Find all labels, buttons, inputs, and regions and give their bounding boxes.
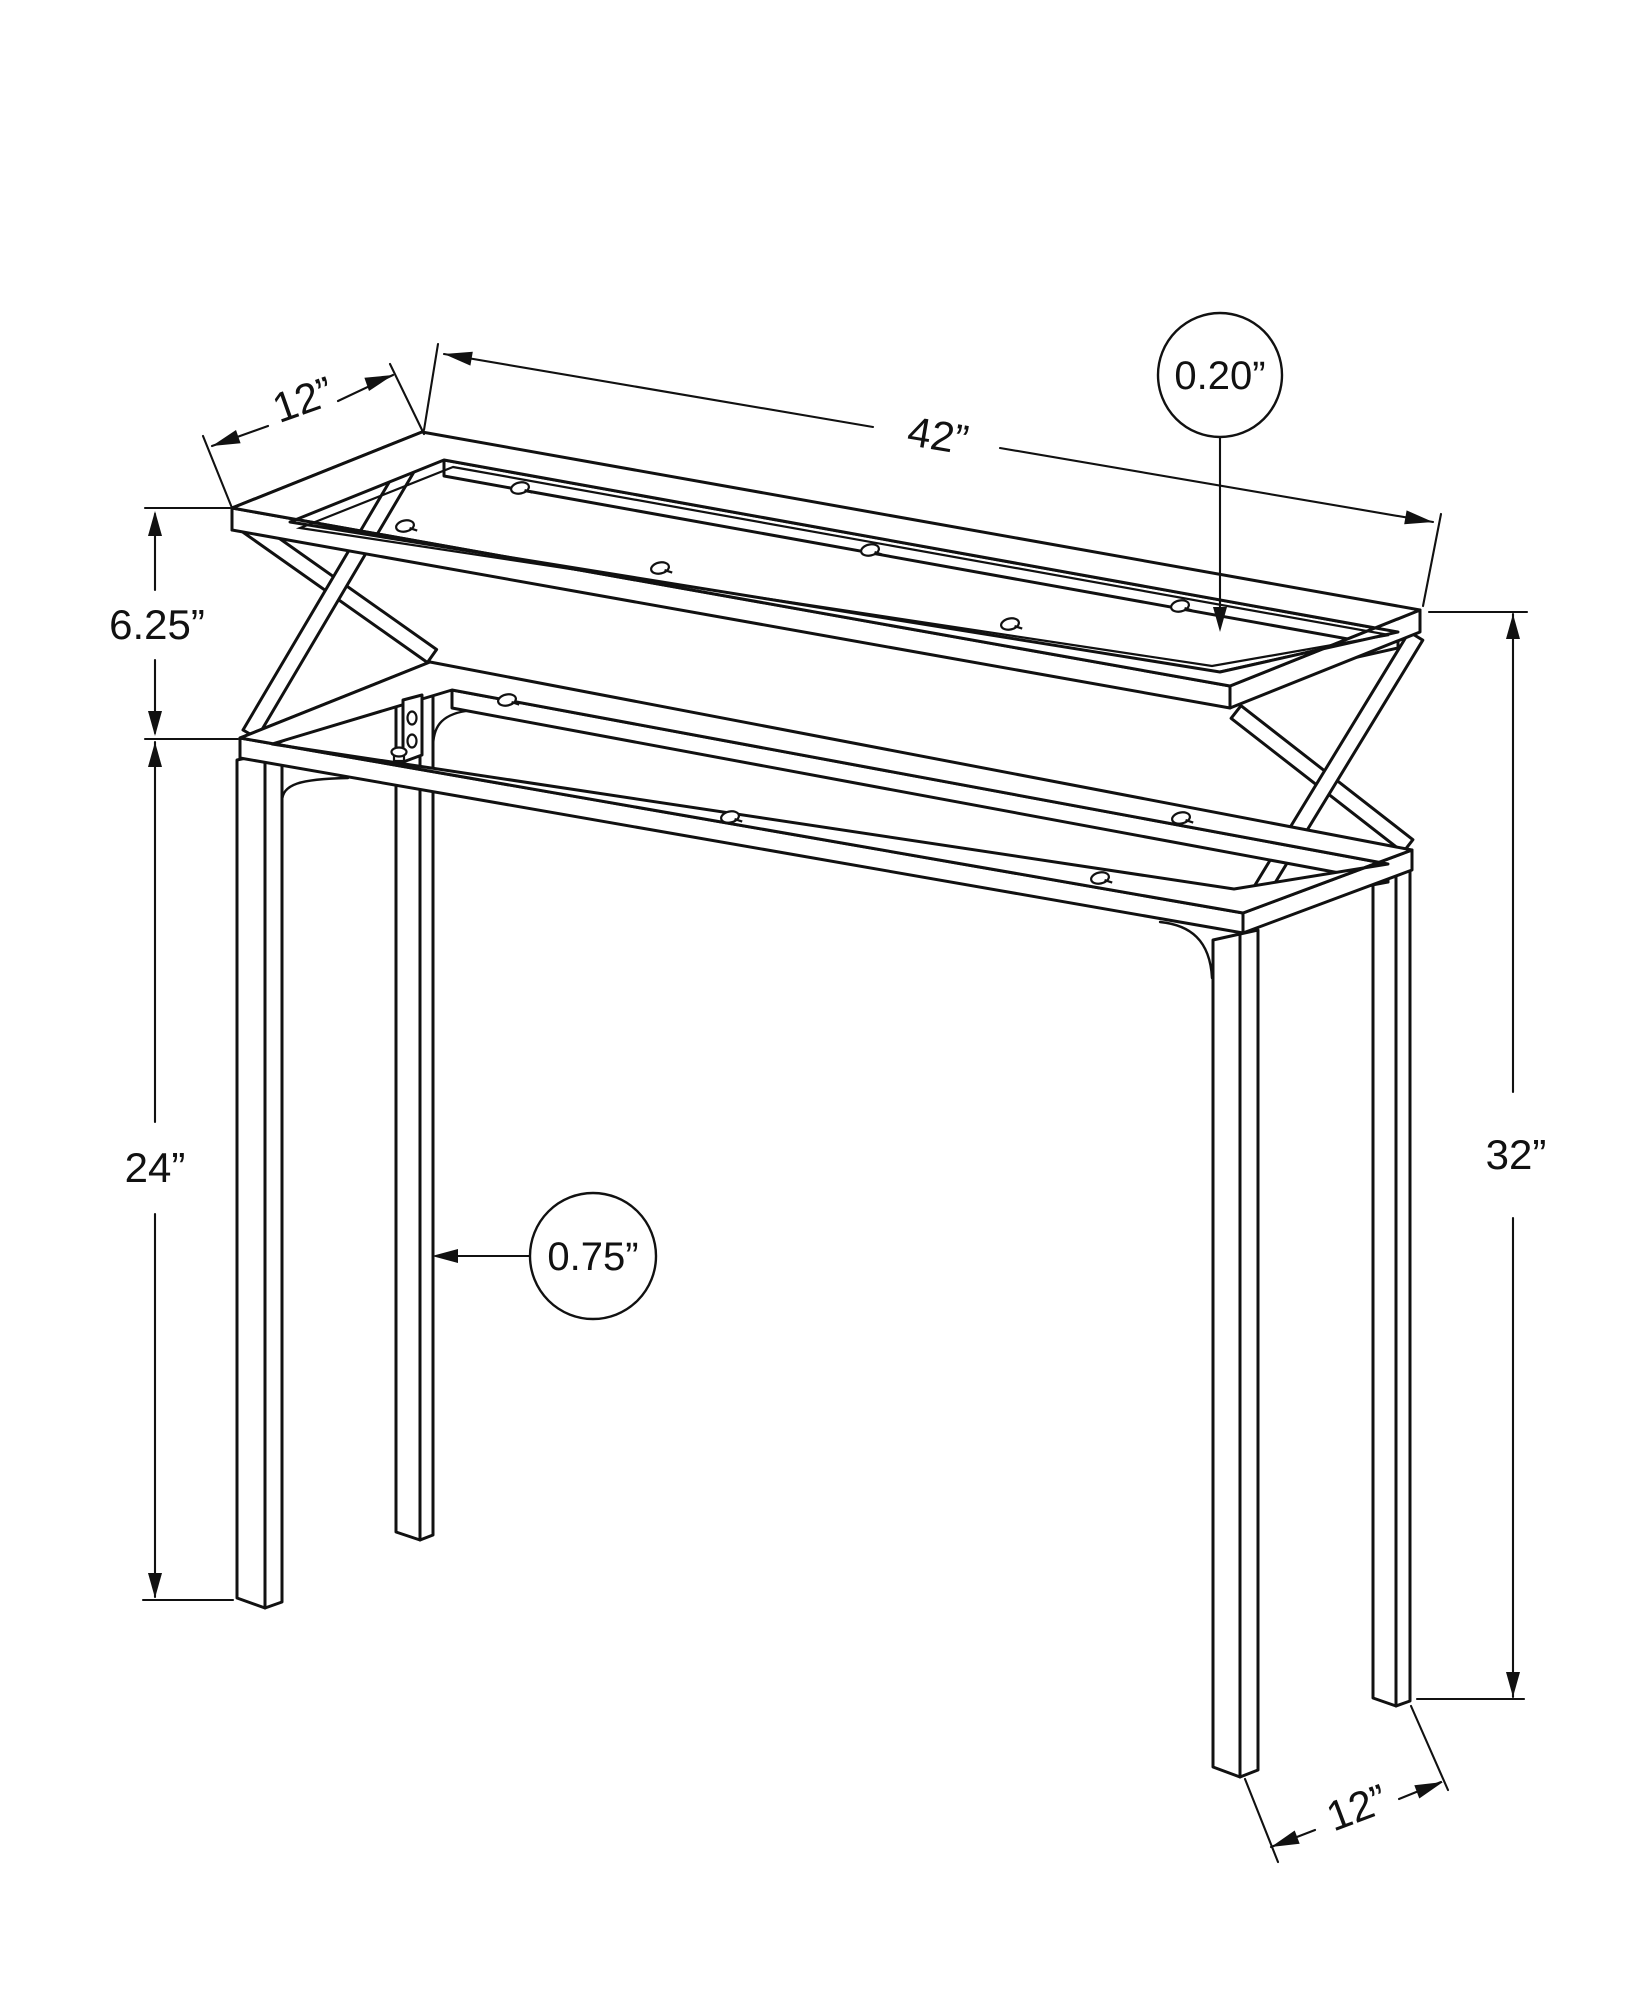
bracket-hole: [406, 710, 418, 726]
bracket-hole: [406, 733, 418, 749]
arrowhead-icon: [444, 351, 473, 366]
arrowhead-icon: [1414, 1782, 1443, 1799]
screw-icon: [720, 810, 743, 824]
arrowhead-icon: [1271, 1830, 1300, 1847]
bracket-plate: [401, 693, 424, 764]
dim-overall-height: 32”: [1415, 610, 1547, 1701]
corner-gussets: [280, 709, 1214, 980]
screw-icon: [1000, 617, 1023, 631]
tabletop: [230, 430, 1422, 710]
callout-glass-thickness-label: 0.20”: [1174, 354, 1265, 398]
dim-leg-height: 24”: [125, 740, 235, 1602]
extension-line: [422, 342, 440, 432]
gusset-back-left: [431, 709, 468, 750]
screw-icon: [510, 481, 533, 495]
arrowhead-icon: [1506, 1672, 1520, 1697]
arrowhead-icon: [148, 711, 162, 736]
arrowhead-icon: [148, 511, 162, 536]
dim-top-length: 42”: [422, 342, 1443, 608]
screw-icon: [650, 561, 673, 575]
screw-icon: [1170, 599, 1193, 613]
tabletop-screws: [395, 481, 1193, 631]
extension-line: [1421, 512, 1443, 608]
screw-icon: [395, 519, 418, 533]
dim-base-depth-label: 12”: [1320, 1775, 1393, 1840]
arrowhead-icon: [148, 742, 162, 767]
extension-line: [388, 362, 426, 436]
bolt-icon: [390, 746, 408, 763]
arrowhead-icon: [432, 1249, 458, 1263]
callout-leg-tube-label: 0.75”: [547, 1235, 638, 1279]
dim-base-depth: 12”: [1243, 1704, 1450, 1864]
arrowhead-icon: [212, 430, 241, 446]
gusset-front-left: [280, 776, 350, 804]
arrowhead-icon: [1404, 510, 1433, 525]
callout-circle: [1156, 311, 1284, 439]
leg-back-left: [394, 679, 435, 1542]
dim-top-depth-label: 12”: [266, 367, 339, 432]
screw-icon: [497, 693, 520, 707]
arrowhead-icon: [364, 375, 393, 391]
screw-icon: [1090, 871, 1113, 885]
extension-line: [1409, 1704, 1450, 1792]
glass-panel-edge: [295, 465, 1390, 668]
gusset-front-right: [1158, 920, 1214, 980]
dim-overall-height-label: 32”: [1486, 1131, 1547, 1178]
dim-shelf-gap: 6.25”: [109, 506, 240, 741]
dim-gap-label: 6.25”: [109, 601, 205, 648]
extension-line: [201, 434, 234, 510]
shelf-screws: [390, 693, 1194, 885]
lower-shelf: [238, 660, 1414, 935]
dim-leg-height-label: 24”: [125, 1144, 186, 1191]
screw-icon: [860, 543, 883, 557]
arrowhead-icon: [1213, 607, 1227, 632]
dim-top-length-label: 42”: [904, 407, 972, 463]
callout-leg-tube: 0.75”: [432, 1191, 658, 1321]
extension-line: [1243, 1777, 1280, 1864]
arrowhead-icon: [148, 1573, 162, 1598]
arrowhead-icon: [1506, 614, 1520, 639]
dim-line: [442, 352, 875, 429]
leg-front-right: [1211, 928, 1260, 1779]
callout-circle: [528, 1191, 658, 1321]
leg-front-left: [235, 748, 284, 1610]
callout-glass-thickness: 0.20”: [1156, 311, 1284, 632]
dim-line: [998, 446, 1435, 524]
screw-icon: [1171, 811, 1194, 825]
leg-back-right: [1371, 854, 1412, 1708]
